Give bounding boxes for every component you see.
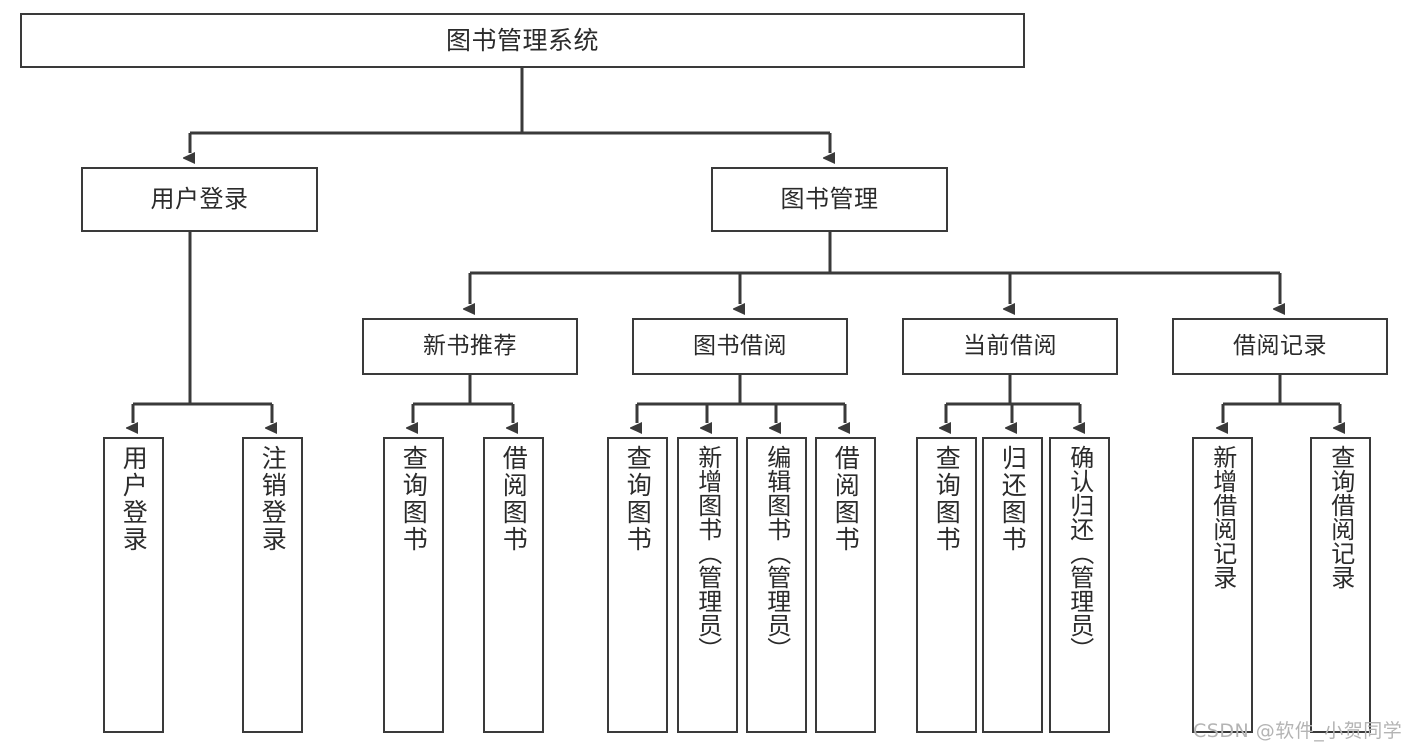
leaf-logout-login[interactable]: 注销登录 bbox=[242, 437, 303, 733]
leaf-borrow-book[interactable]: 借阅图书 bbox=[815, 437, 876, 733]
watermark-csdn: CSDN @软件_小贺同学 bbox=[1193, 720, 1403, 742]
node-label: 借阅记录 bbox=[1233, 332, 1327, 359]
leaf-borrow-book-recommend[interactable]: 借阅图书 bbox=[483, 437, 544, 733]
node-label: 借阅图书 bbox=[499, 445, 529, 553]
node-label: 新增借阅记录 bbox=[1208, 445, 1237, 589]
leaf-add-borrow-record[interactable]: 新增借阅记录 bbox=[1192, 437, 1253, 733]
node-root-book-management-system[interactable]: 图书管理系统 bbox=[20, 13, 1025, 68]
leaf-return-book[interactable]: 归还图书 bbox=[982, 437, 1043, 733]
node-label: 注销登录 bbox=[258, 445, 288, 553]
node-current-borrow[interactable]: 当前借阅 bbox=[902, 318, 1118, 375]
node-label: 归还图书 bbox=[998, 445, 1028, 553]
node-book-management[interactable]: 图书管理 bbox=[711, 167, 948, 232]
node-book-borrow[interactable]: 图书借阅 bbox=[632, 318, 848, 375]
node-label: 查询图书 bbox=[623, 445, 653, 553]
node-label: 图书管理 bbox=[780, 185, 879, 214]
leaf-query-borrow-record[interactable]: 查询借阅记录 bbox=[1310, 437, 1371, 733]
node-label: 查询图书 bbox=[932, 445, 962, 553]
node-label: 当前借阅 bbox=[963, 332, 1057, 359]
leaf-edit-book-admin[interactable]: 编辑图书（管理员） bbox=[746, 437, 807, 733]
node-label: 确认归还（管理员） bbox=[1065, 445, 1094, 661]
leaf-query-book-borrow[interactable]: 查询图书 bbox=[607, 437, 668, 733]
node-label: 查询图书 bbox=[399, 445, 429, 553]
leaf-query-book-recommend[interactable]: 查询图书 bbox=[383, 437, 444, 733]
node-label: 新书推荐 bbox=[423, 332, 517, 359]
leaf-add-book-admin[interactable]: 新增图书（管理员） bbox=[677, 437, 738, 733]
node-new-book-recommend[interactable]: 新书推荐 bbox=[362, 318, 578, 375]
node-label: 编辑图书（管理员） bbox=[762, 445, 791, 661]
node-label: 查询借阅记录 bbox=[1326, 445, 1355, 589]
node-label: 借阅图书 bbox=[831, 445, 861, 553]
node-label: 用户登录 bbox=[150, 185, 249, 214]
node-label: 图书管理系统 bbox=[445, 25, 599, 55]
node-borrow-record[interactable]: 借阅记录 bbox=[1172, 318, 1388, 375]
node-label: 图书借阅 bbox=[693, 332, 787, 359]
node-user-login[interactable]: 用户登录 bbox=[81, 167, 318, 232]
leaf-user-login[interactable]: 用户登录 bbox=[103, 437, 164, 733]
leaf-query-book-current[interactable]: 查询图书 bbox=[916, 437, 977, 733]
node-label: 用户登录 bbox=[119, 445, 149, 553]
node-label: 新增图书（管理员） bbox=[693, 445, 722, 661]
leaf-confirm-return-admin[interactable]: 确认归还（管理员） bbox=[1049, 437, 1110, 733]
